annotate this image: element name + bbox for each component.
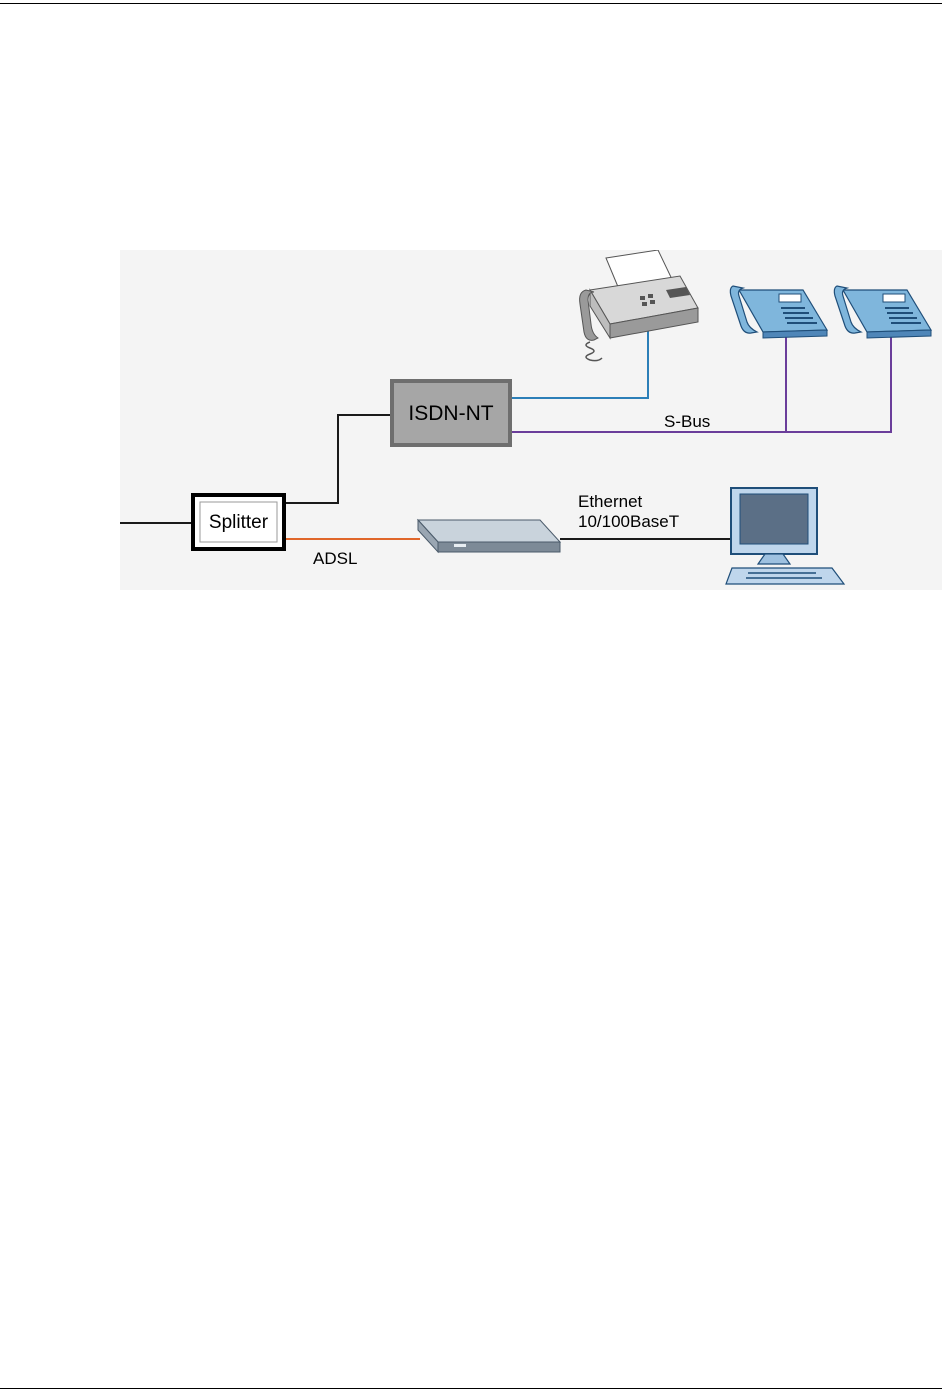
s-bus-label: S-Bus <box>664 412 710 431</box>
ethernet-speed-label: 10/100BaseT <box>578 512 679 531</box>
adsl-modem-icon <box>418 520 560 552</box>
ethernet-label: Ethernet <box>578 492 643 511</box>
header-rule <box>0 3 942 4</box>
network-diagram: Splitter ISDN-NT S-Bus ADSL Ethernet 10/… <box>120 250 942 590</box>
network-diagram-svg: Splitter ISDN-NT S-Bus ADSL Ethernet 10/… <box>120 250 942 590</box>
splitter-box: Splitter <box>193 495 284 549</box>
isdn-nt-box: ISDN-NT <box>392 381 510 445</box>
isdn-nt-label: ISDN-NT <box>408 402 493 425</box>
splitter-label: Splitter <box>209 512 269 533</box>
adsl-label: ADSL <box>313 549 357 568</box>
footer-rule <box>0 1388 942 1389</box>
